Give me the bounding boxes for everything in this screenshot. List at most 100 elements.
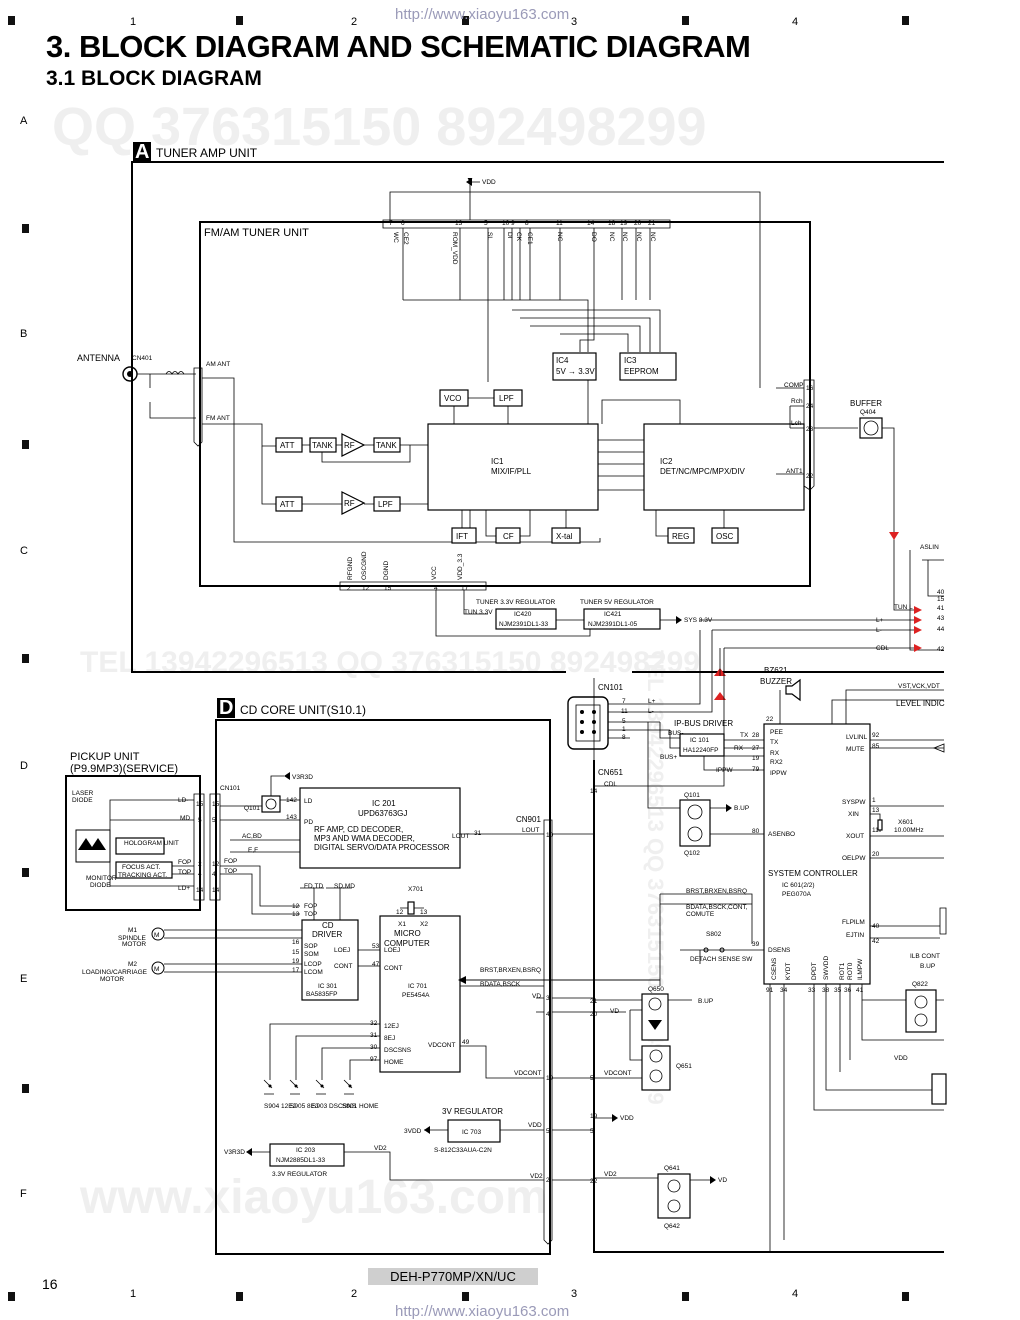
ic301-box (301, 919, 359, 1001)
ic4-box (552, 352, 597, 381)
svg-text:SYSPW: SYSPW (842, 799, 866, 806)
svg-text:MD: MD (180, 815, 190, 822)
svg-text:MP3 AND WMA DECODER,: MP3 AND WMA DECODER, (314, 834, 415, 843)
svg-text:SYS 8.3V: SYS 8.3V (684, 617, 713, 624)
svg-text:X601: X601 (898, 819, 914, 826)
svg-text:VDD_3.3: VDD_3.3 (457, 553, 464, 580)
svg-text:E,F: E,F (248, 847, 258, 854)
svg-text:LCOM: LCOM (304, 969, 323, 976)
svg-text:8EJ: 8EJ (384, 1035, 395, 1042)
svg-text:21: 21 (590, 998, 598, 1005)
svg-text:Lch: Lch (791, 420, 802, 427)
svg-text:OSC: OSC (716, 532, 734, 541)
svg-text:14: 14 (590, 788, 598, 795)
svg-text:Q101: Q101 (244, 805, 260, 812)
q822-box (905, 989, 937, 1033)
svg-text:B.UP: B.UP (920, 963, 935, 970)
svg-text:ANT1: ANT1 (786, 468, 803, 475)
svg-text:8: 8 (525, 220, 529, 227)
svg-text:V3R3D: V3R3D (292, 774, 313, 781)
loading-motor-icon (151, 961, 165, 975)
signal-arrow (889, 532, 899, 540)
svg-text:MOTOR: MOTOR (100, 976, 124, 983)
ic2-box (643, 423, 805, 511)
svg-text:16: 16 (292, 939, 300, 946)
svg-text:40: 40 (872, 923, 880, 930)
svg-text:WC: WC (392, 232, 399, 243)
unit-letter-a: A (133, 141, 152, 163)
svg-text:ASLIN: ASLIN (920, 544, 939, 551)
svg-text:TANK: TANK (376, 441, 397, 450)
svg-text:V3R3D: V3R3D (224, 1149, 245, 1156)
svg-text:CDL: CDL (876, 645, 889, 652)
svg-text:14: 14 (212, 887, 220, 894)
svg-text:14: 14 (587, 220, 595, 227)
svg-text:RF: RF (344, 441, 355, 450)
svg-text:19: 19 (752, 755, 760, 762)
svg-text:BA5835FP: BA5835FP (306, 991, 337, 998)
svg-text:2: 2 (198, 861, 202, 868)
svg-text:LOEJ: LOEJ (384, 947, 400, 954)
row-label: A (20, 115, 28, 127)
svg-text:ROT0: ROT0 (847, 962, 854, 980)
svg-text:TANK: TANK (312, 441, 333, 450)
svg-text:5: 5 (590, 1075, 594, 1082)
act-box (115, 861, 173, 879)
frame-mark (462, 16, 469, 25)
svg-text:19: 19 (546, 1075, 554, 1082)
svg-text:27: 27 (752, 745, 760, 752)
svg-text:DSCSNS: DSCSNS (384, 1047, 412, 1054)
svg-text:CONT: CONT (334, 963, 352, 970)
svg-text:SOM: SOM (304, 951, 319, 958)
svg-text:28: 28 (752, 732, 760, 739)
svg-text:CN651: CN651 (598, 768, 623, 777)
svg-text:17: 17 (461, 585, 469, 592)
svg-text:VD2: VD2 (604, 1171, 617, 1178)
ic421-box (583, 608, 661, 630)
svg-text:ASENBO: ASENBO (768, 831, 795, 838)
svg-text:40: 40 (937, 589, 945, 596)
svg-text:IC 601(2/2): IC 601(2/2) (782, 882, 815, 889)
svg-text:5: 5 (590, 1128, 594, 1135)
svg-text:FOP: FOP (304, 903, 317, 910)
svg-text:VDCONT: VDCONT (514, 1070, 541, 1077)
svg-text:IC420: IC420 (514, 611, 532, 618)
svg-text:22: 22 (590, 1178, 598, 1185)
svg-text:FLPILM: FLPILM (842, 919, 865, 926)
x601-crystal (877, 819, 883, 831)
svg-text:L+: L+ (648, 698, 656, 705)
svg-text:VST,VCK,VDT: VST,VCK,VDT (898, 683, 940, 690)
svg-text:19: 19 (620, 220, 628, 227)
svg-text:VDD: VDD (528, 1122, 542, 1129)
svg-text:TUN 3.3V: TUN 3.3V (464, 609, 493, 616)
rf-amp-2 (341, 491, 366, 515)
cd-core-frame (215, 719, 551, 1255)
svg-text:10.00MHz: 10.00MHz (894, 827, 924, 834)
svg-text:MONITOR: MONITOR (86, 875, 117, 882)
frame-mark (22, 868, 29, 877)
ic101-box (679, 733, 725, 757)
section-title: 3.1 BLOCK DIAGRAM (46, 67, 262, 90)
svg-text:21: 21 (648, 220, 656, 227)
svg-text:VCO: VCO (444, 394, 461, 403)
svg-text:SYSTEM CONTROLLER: SYSTEM CONTROLLER (768, 869, 858, 878)
svg-text:XIN: XIN (848, 811, 859, 818)
row-label: B (20, 328, 28, 340)
svg-text:S905 8EJ: S905 8EJ (290, 1103, 318, 1110)
svg-text:IPPW: IPPW (770, 770, 787, 777)
svg-text:S901 HOME: S901 HOME (342, 1103, 379, 1110)
svg-text:CF: CF (503, 532, 514, 541)
svg-text:ATT: ATT (280, 441, 295, 450)
svg-text:DGND: DGND (383, 561, 390, 580)
antenna-label: ANTENNA (77, 353, 120, 363)
watermark: QQ 376315150 892498299 (52, 97, 707, 157)
svg-text:CDL: CDL (604, 781, 617, 788)
fm-am-tuner-label: FM/AM TUNER UNIT (204, 227, 309, 239)
svg-text:VD: VD (718, 1177, 727, 1184)
svg-text:15: 15 (212, 801, 220, 808)
svg-text:RFGND: RFGND (347, 557, 354, 580)
svg-text:FM ANT: FM ANT (206, 415, 230, 422)
svg-text:12: 12 (396, 909, 404, 916)
ic701-box (379, 915, 461, 1073)
svg-text:S802: S802 (706, 931, 722, 938)
